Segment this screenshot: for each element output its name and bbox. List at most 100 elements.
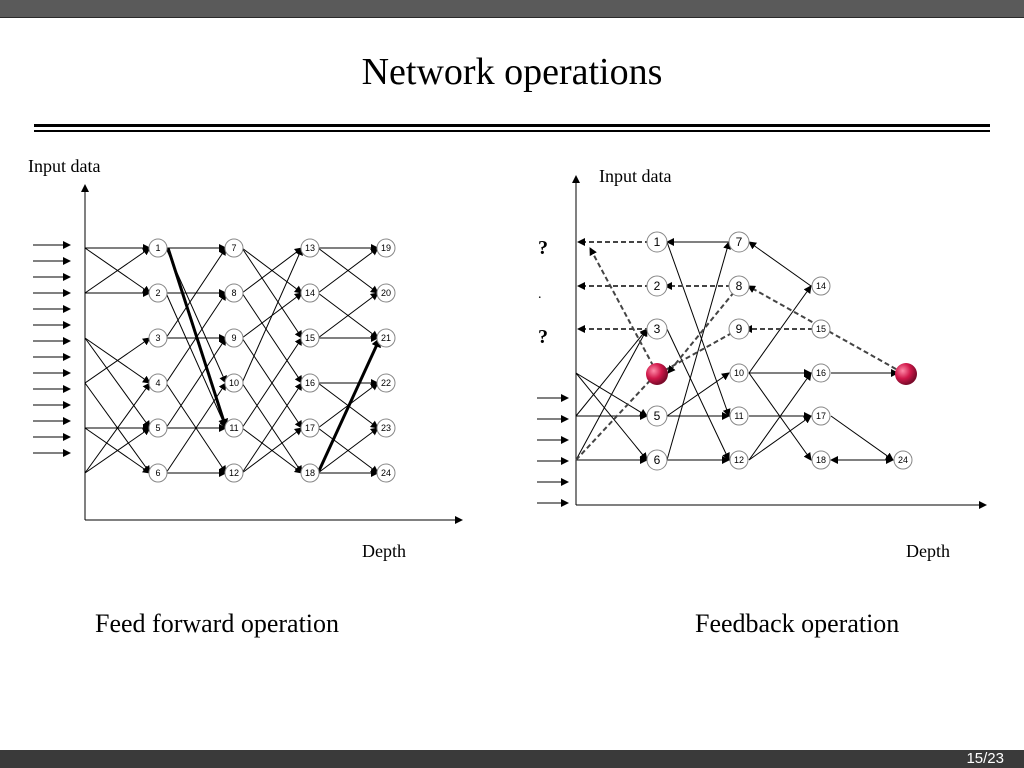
node-label-18: 18 bbox=[816, 455, 826, 465]
active-node-marker-left bbox=[646, 363, 668, 385]
node-label-9: 9 bbox=[231, 333, 236, 343]
node-label-9: 9 bbox=[736, 322, 743, 336]
edge bbox=[241, 292, 303, 384]
edge bbox=[666, 328, 730, 461]
left-bold-path-1 bbox=[166, 247, 228, 429]
node-label-15: 15 bbox=[305, 333, 315, 343]
edge bbox=[748, 372, 812, 461]
node-6 bbox=[148, 463, 168, 483]
node-14 bbox=[300, 283, 320, 303]
node-3 bbox=[148, 328, 168, 348]
node-label-23: 23 bbox=[381, 423, 391, 433]
node-2 bbox=[148, 283, 168, 303]
edge bbox=[241, 337, 303, 429]
edge bbox=[84, 382, 151, 474]
edge bbox=[317, 292, 379, 339]
node-1 bbox=[646, 231, 668, 253]
edge bbox=[575, 372, 648, 417]
right-x-axis-label: Depth bbox=[906, 541, 950, 561]
node-19 bbox=[376, 238, 396, 258]
node-label-8: 8 bbox=[736, 279, 743, 293]
top-bar bbox=[0, 0, 1024, 18]
title-rule-thin bbox=[34, 130, 990, 132]
edge bbox=[241, 382, 303, 474]
edge bbox=[84, 337, 151, 429]
right-diagram-edges bbox=[537, 175, 987, 509]
node-label-22: 22 bbox=[381, 378, 391, 388]
edge bbox=[165, 337, 227, 429]
node-13 bbox=[300, 238, 320, 258]
dot-marker: . bbox=[538, 287, 542, 302]
node-label-13: 13 bbox=[305, 243, 315, 253]
edge bbox=[575, 372, 648, 461]
left-diagram-edges bbox=[33, 184, 463, 524]
node-16 bbox=[300, 373, 320, 393]
node-label-12: 12 bbox=[734, 455, 744, 465]
node-15 bbox=[811, 319, 831, 339]
node-18 bbox=[811, 450, 831, 470]
page-number: 15/23 bbox=[966, 750, 1004, 767]
node-label-1: 1 bbox=[155, 243, 160, 253]
feedback-edge bbox=[589, 247, 658, 374]
node-5 bbox=[646, 405, 668, 427]
left-bold-path-2 bbox=[316, 337, 382, 474]
node-label-3: 3 bbox=[155, 333, 160, 343]
left-x-axis-label: Depth bbox=[362, 541, 406, 561]
feedback-edge bbox=[667, 285, 740, 374]
edge bbox=[666, 241, 731, 461]
edge bbox=[84, 247, 151, 294]
node-label-6: 6 bbox=[155, 468, 160, 478]
edge bbox=[241, 247, 303, 384]
node-10 bbox=[224, 373, 244, 393]
node-18 bbox=[300, 463, 320, 483]
node-label-6: 6 bbox=[654, 453, 661, 467]
node-10 bbox=[729, 363, 749, 383]
node-label-4: 4 bbox=[155, 378, 160, 388]
node-21 bbox=[376, 328, 396, 348]
node-24 bbox=[376, 463, 396, 483]
node-22 bbox=[376, 373, 396, 393]
node-4 bbox=[148, 373, 168, 393]
node-17 bbox=[811, 406, 831, 426]
node-label-2: 2 bbox=[155, 288, 160, 298]
node-label-10: 10 bbox=[229, 378, 239, 388]
edge bbox=[241, 427, 303, 474]
edge bbox=[84, 337, 151, 384]
node-label-7: 7 bbox=[736, 235, 743, 249]
node-1 bbox=[148, 238, 168, 258]
node-3 bbox=[646, 318, 668, 340]
node-2 bbox=[646, 275, 668, 297]
question-mark-bottom: ? bbox=[538, 326, 548, 348]
node-12 bbox=[729, 450, 749, 470]
node-label-1: 1 bbox=[654, 235, 661, 249]
edge bbox=[165, 247, 227, 339]
node-label-16: 16 bbox=[816, 368, 826, 378]
node-12 bbox=[224, 463, 244, 483]
left-y-axis-label: Input data bbox=[28, 156, 100, 176]
edge bbox=[748, 241, 812, 287]
right-y-axis-label: Input data bbox=[599, 166, 671, 186]
node-6 bbox=[646, 449, 668, 471]
node-label-21: 21 bbox=[381, 333, 391, 343]
node-label-20: 20 bbox=[381, 288, 391, 298]
edge bbox=[317, 427, 379, 474]
node-label-10: 10 bbox=[734, 368, 744, 378]
node-label-19: 19 bbox=[381, 243, 391, 253]
node-label-8: 8 bbox=[231, 288, 236, 298]
node-23 bbox=[376, 418, 396, 438]
node-14 bbox=[811, 276, 831, 296]
node-7 bbox=[728, 231, 750, 253]
node-label-11: 11 bbox=[229, 423, 238, 433]
node-label-16: 16 bbox=[305, 378, 315, 388]
active-node-marker-right bbox=[895, 363, 917, 385]
node-9 bbox=[728, 318, 750, 340]
node-label-18: 18 bbox=[305, 468, 315, 478]
feedback-edge bbox=[575, 372, 658, 461]
node-label-5: 5 bbox=[155, 423, 160, 433]
node-24 bbox=[893, 450, 913, 470]
title-rule-thick bbox=[34, 124, 990, 127]
node-label-17: 17 bbox=[305, 423, 315, 433]
node-label-24: 24 bbox=[381, 468, 391, 478]
